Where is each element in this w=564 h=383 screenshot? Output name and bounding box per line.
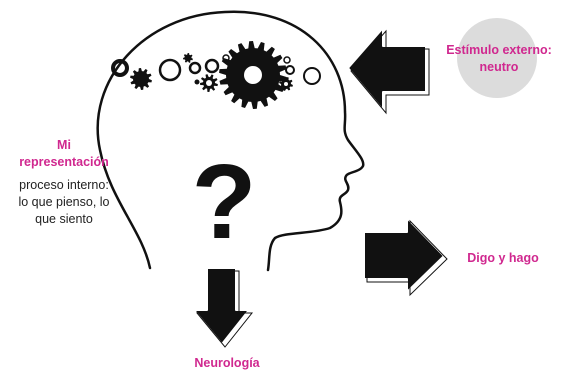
ring-icon: [111, 59, 129, 77]
neurology-label: Neurología: [194, 356, 260, 370]
gear-icon: [130, 68, 152, 90]
ring-icon: [283, 56, 291, 64]
representation-title-1: Mi: [57, 138, 71, 152]
gear-icon: [279, 77, 293, 91]
representation-title-2: representación: [19, 155, 109, 169]
ring-icon: [194, 79, 200, 85]
question-mark-icon: ?: [192, 143, 257, 261]
stimulus-label: Estímulo externo: neutro: [432, 42, 564, 76]
internal-process-line-3: que siento: [35, 212, 93, 226]
ring-icon: [204, 58, 220, 74]
gear-icon: [219, 41, 287, 109]
arrow-left-icon: [347, 27, 427, 111]
gear-icon: [183, 53, 193, 63]
gear-icon: [200, 74, 218, 92]
output-label: Digo y hago: [467, 251, 539, 265]
stimulus-title: Estímulo externo:: [446, 43, 552, 57]
ring-icon: [285, 65, 295, 75]
representation-label: Mi representación proceso interno: lo qu…: [0, 137, 128, 228]
ring-icon: [188, 61, 202, 75]
stimulus-bubble: [457, 18, 537, 98]
internal-process-line-1: proceso interno:: [19, 178, 109, 192]
ring-icon: [158, 58, 182, 82]
ring-icon: [303, 67, 321, 85]
arrow-down-icon: [193, 267, 250, 345]
internal-process-line-2: lo que pienso, lo: [18, 195, 110, 209]
ring-icon: [222, 54, 230, 62]
stimulus-subtitle: neutro: [479, 60, 519, 74]
arrow-right-icon: [363, 217, 445, 293]
